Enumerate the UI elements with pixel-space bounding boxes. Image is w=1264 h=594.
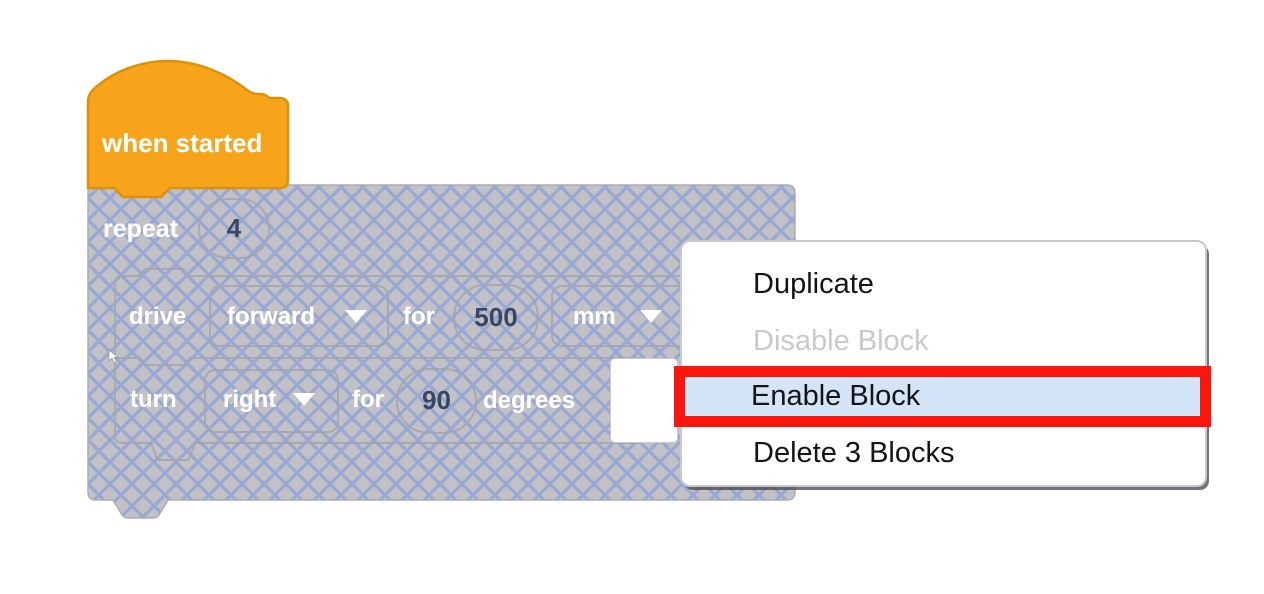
drive-label: drive — [129, 303, 187, 330]
drive-unit-dropdown[interactable]: mm — [573, 303, 616, 330]
turn-direction-outline — [204, 369, 339, 433]
menu-item-duplicate[interactable]: Duplicate — [753, 268, 874, 300]
repeat-count-input[interactable]: 4 — [226, 213, 242, 243]
dropdown-caret-icon[interactable] — [293, 393, 315, 406]
turn-for-label: for — [352, 386, 384, 413]
dropdown-caret-icon[interactable] — [640, 310, 662, 323]
drive-direction-dropdown[interactable]: forward — [227, 303, 316, 330]
menu-item-enable-block[interactable]: Enable Block — [751, 380, 921, 412]
turn-direction-dropdown[interactable]: right — [223, 386, 277, 413]
turn-block-outline[interactable] — [115, 357, 640, 366]
drive-distance-input[interactable]: 500 — [474, 302, 518, 332]
drive-block-outline[interactable] — [114, 268, 688, 461]
context-menu: Duplicate Disable Block Delete 3 Blocks — [680, 240, 1207, 487]
when-started-label: when started — [102, 128, 263, 158]
when-started-block[interactable] — [86, 59, 290, 199]
enable-block-annotation: Enable Block — [674, 366, 1211, 427]
turn-angle-input[interactable]: 90 — [422, 385, 451, 415]
repeat-label: repeat — [103, 215, 179, 243]
repeat-count-outline — [198, 198, 270, 259]
dropdown-caret-icon[interactable] — [345, 310, 367, 323]
drive-distance-outline — [453, 284, 539, 351]
menu-item-delete-blocks[interactable]: Delete 3 Blocks — [753, 437, 955, 469]
drive-for-label: for — [403, 303, 435, 330]
mouse-cursor-icon — [108, 349, 120, 364]
menu-item-disable-block: Disable Block — [753, 325, 929, 357]
drive-direction-outline — [209, 285, 389, 347]
turn-label: turn — [130, 386, 177, 413]
turn-angle-outline — [396, 368, 477, 434]
white-overlay-box — [610, 358, 678, 443]
turn-degrees-label: degrees — [483, 387, 576, 414]
